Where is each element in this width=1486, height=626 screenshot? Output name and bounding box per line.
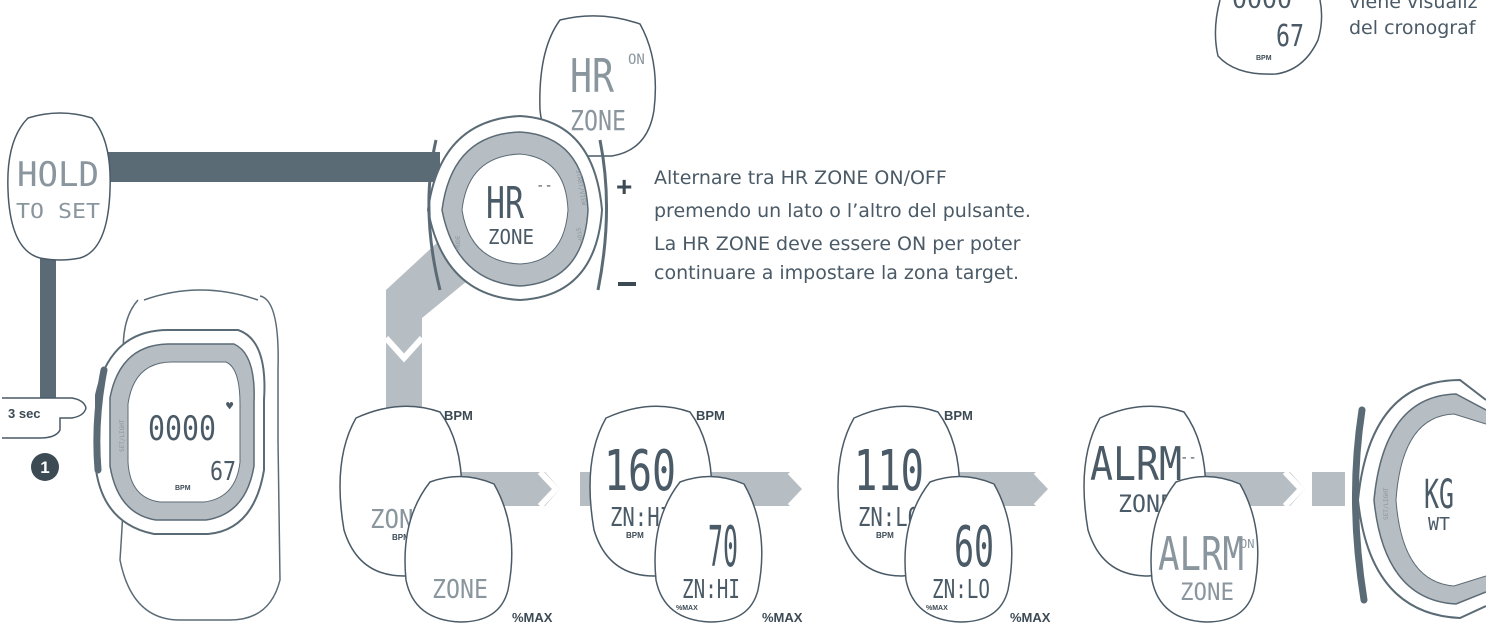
- hr-zone-watch: HR -- ZONE START/VIEW STOP MODE: [426, 114, 609, 302]
- to-set-text: TO SET: [16, 199, 100, 223]
- set-light-button: [93, 366, 108, 474]
- hr-watch-line2: ZONE: [488, 225, 534, 249]
- connector-hold-horizontal: [100, 152, 440, 182]
- hi-pct-unit: %MAX: [676, 605, 698, 612]
- hold-to-set-display: HOLD TO SET: [7, 112, 111, 261]
- main-watch: 0000 ♥ 67 BPM SET/LIGHT: [93, 289, 281, 621]
- kg-wt-watch: KG WT SET/LIGHT: [1352, 378, 1486, 620]
- alarm-on-line1: ALRM: [1158, 527, 1244, 581]
- hi-pct-label: %MAX: [762, 610, 803, 625]
- zone-pct-label: %MAX: [512, 610, 553, 625]
- corner-watch-top: 0000: [1232, 0, 1292, 15]
- lo-pct-unit: %MAX: [926, 605, 948, 612]
- zone-bpm-label: BPM: [444, 408, 473, 423]
- hi-bpm-unit: BPM: [626, 531, 644, 540]
- hr-watch-line1: HR: [486, 178, 524, 229]
- press-duration: 3 sec: [8, 406, 41, 421]
- watch-time-display: 0000: [148, 409, 216, 449]
- connector-hr-to-zone: [386, 240, 478, 410]
- corner-watch-value: 67: [1276, 19, 1304, 54]
- hr-zone-on-display: HR ON ZONE: [539, 15, 657, 157]
- zone-pct-display: ZONE: [404, 475, 513, 623]
- hi-pct-value: 70: [708, 515, 738, 580]
- watch-bpm-unit: BPM: [175, 485, 191, 492]
- flow-chevrons: [537, 469, 1306, 509]
- kg-wt-set-button: [1352, 406, 1368, 604]
- lo-bpm-label: BPM: [944, 408, 973, 423]
- lo-bpm-unit: BPM: [876, 531, 894, 540]
- heart-icon: ♥: [226, 399, 234, 413]
- corner-watch-unit: BPM: [1256, 55, 1272, 62]
- alarm-off-line1: ALRM: [1090, 437, 1182, 491]
- watch-hr-display: 67: [210, 457, 236, 487]
- lo-pct-value: 60: [954, 515, 994, 580]
- alarm-off-flag: --: [1180, 450, 1197, 466]
- chevron-down-icon: [383, 335, 425, 363]
- hi-pct-zone: ZN:HI: [682, 575, 740, 605]
- corner-note-line-2: del cronograf: [1349, 17, 1476, 39]
- minus-icon: [618, 282, 636, 286]
- kg-wt-side-label: SET/LIGHT: [1383, 487, 1390, 520]
- alarm-on-flag: ON: [1240, 537, 1254, 551]
- hi-bpm-label: BPM: [696, 408, 725, 423]
- btn-stop-label: STOP: [574, 227, 583, 243]
- instruction-line-2: premendo un lato o l’altro del pulsante.: [654, 200, 1031, 222]
- pressing-finger: 3 sec: [2, 397, 87, 439]
- hi-bpm-value: 160: [604, 439, 676, 504]
- kg-wt-line2: WT: [1428, 514, 1450, 535]
- instruction-line-3: La HR ZONE deve essere ON per poter: [654, 233, 1021, 255]
- step-number-badge: 1: [31, 453, 59, 481]
- hold-text: HOLD: [17, 155, 99, 195]
- lo-bpm-value: 110: [854, 439, 924, 504]
- lo-pct-label: %MAX: [1010, 610, 1051, 625]
- hr-watch-flag: --: [536, 178, 553, 194]
- plus-icon: +: [616, 171, 632, 202]
- hr-on-flag: ON: [628, 52, 645, 68]
- hr-on-line1: HR: [570, 49, 614, 103]
- alarm-on-display: ALRM ON ZONE: [1150, 475, 1259, 623]
- instruction-line-1: Alternare tra HR ZONE ON/OFF: [654, 167, 947, 189]
- zone-pct-line: ZONE: [432, 575, 488, 605]
- lo-pct-display: 60 ZN:LO %MAX: [904, 475, 1013, 623]
- alarm-on-line2: ZONE: [1180, 578, 1234, 606]
- hi-pct-display: 70 ZN:HI %MAX: [654, 475, 763, 623]
- watch-side-label: SET/LIGHT: [119, 419, 126, 452]
- step-number-text: 1: [40, 458, 49, 477]
- btn-mode-label: MODE: [455, 235, 462, 250]
- kg-wt-line1: KG: [1424, 472, 1454, 518]
- corner-note-line-1: viene visualiz: [1349, 0, 1478, 13]
- instruction-line-4: continuare a impostare la zona target.: [654, 262, 1020, 284]
- zone-bpm-unit: BPM: [392, 533, 410, 542]
- lo-pct-zone: ZN:LO: [932, 575, 990, 605]
- hr-on-line2: ZONE: [570, 104, 626, 137]
- corner-watch-display: 0000 67 BPM: [1214, 0, 1323, 75]
